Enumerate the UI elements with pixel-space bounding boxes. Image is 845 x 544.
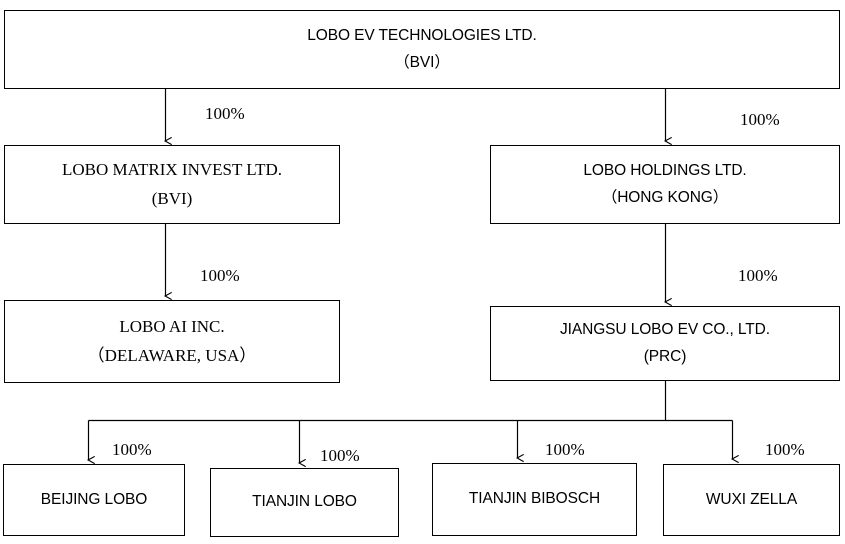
node-tianjin-lobo[interactable]: TIANJIN LOBO [210, 468, 399, 537]
node-lobo-holdings[interactable]: LOBO HOLDINGS LTD. （HONG KONG） [490, 145, 840, 224]
node-lobo-matrix-invest[interactable]: LOBO MATRIX INVEST LTD. (BVI) [4, 145, 340, 224]
ownership-label-holdings-to-jiangsu: 100% [738, 266, 778, 285]
ownership-label-jiangsu-to-tianjin-lobo: 100% [320, 446, 360, 465]
node-jurisdiction: （HONG KONG） [601, 189, 729, 206]
node-wuxi-zella[interactable]: WUXI ZELLA [663, 464, 840, 536]
node-title: WUXI ZELLA [705, 490, 798, 508]
node-lobo-ev-technologies[interactable]: LOBO EV TECHNOLOGIES LTD. （BVI） [4, 10, 840, 89]
node-jiangsu-lobo-ev[interactable]: JIANGSU LOBO EV CO., LTD. (PRC) [490, 306, 840, 381]
ownership-label-jiangsu-to-beijing: 100% [112, 440, 152, 459]
node-title: TIANJIN BIBOSCH [468, 490, 601, 508]
ownership-label-jiangsu-to-tianjin-bibosch: 100% [545, 440, 585, 459]
node-title: LOBO MATRIX INVEST LTD. [61, 159, 283, 179]
node-lobo-ai[interactable]: LOBO AI INC. （DELAWARE, USA） [4, 300, 340, 383]
ownership-label-parent-to-holdings: 100% [740, 110, 780, 129]
node-title: LOBO HOLDINGS LTD. [583, 161, 747, 179]
ownership-label-jiangsu-to-wuxi: 100% [765, 440, 805, 459]
node-jurisdiction: (PRC) [643, 348, 687, 365]
node-title: LOBO AI INC. [119, 316, 225, 336]
node-tianjin-bibosch[interactable]: TIANJIN BIBOSCH [432, 463, 637, 536]
node-title: LOBO EV TECHNOLOGIES LTD. [307, 26, 537, 44]
ownership-label-parent-to-matrix: 100% [205, 104, 245, 123]
node-title: TIANJIN LOBO [252, 493, 357, 511]
node-beijing-lobo[interactable]: BEIJING LOBO [3, 464, 185, 536]
node-jurisdiction: （DELAWARE, USA） [87, 346, 257, 365]
node-title: JIANGSU LOBO EV CO., LTD. [560, 320, 770, 338]
node-title: BEIJING LOBO [40, 490, 148, 508]
node-jurisdiction: （BVI） [394, 54, 450, 71]
node-jurisdiction: (BVI) [151, 189, 193, 208]
ownership-label-matrix-to-ai: 100% [200, 266, 240, 285]
